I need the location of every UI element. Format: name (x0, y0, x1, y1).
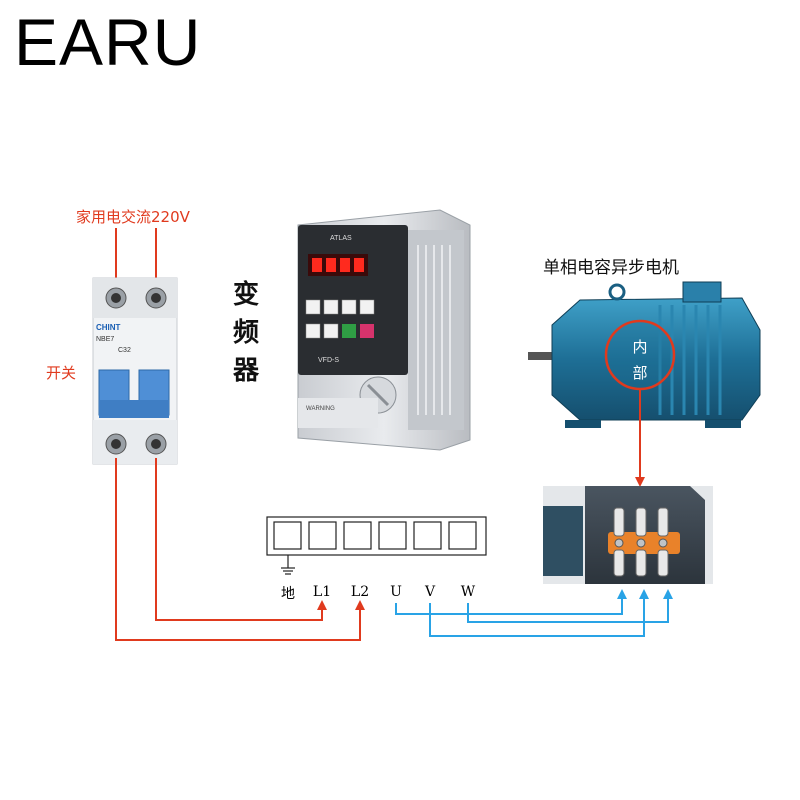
switch-label: 开关 (46, 364, 77, 382)
inverter-label-char: 变 (232, 280, 259, 310)
internal-label: 内 (632, 338, 647, 356)
terminal-box (308, 521, 337, 550)
ground-icon (281, 555, 295, 575)
terminal-box (343, 521, 372, 550)
terminal-label: L1 (313, 584, 331, 600)
inverter-label-char: 器 (232, 356, 259, 386)
inverter-label-char: 频 (232, 318, 259, 348)
terminal-strip: 地 L1 L2 U V W (266, 516, 487, 602)
terminal-label: W (461, 584, 476, 600)
inverter-model: VFD-S (318, 357, 339, 364)
breaker-model: NBE7 (96, 336, 114, 343)
inverter-warning: WARNING (306, 406, 335, 412)
terminal-box (448, 521, 477, 550)
breaker-rating: C32 (118, 347, 131, 354)
terminal-label: 地 (281, 586, 295, 602)
motor-wires (395, 589, 673, 637)
motor-label: 单相电容异步电机 (543, 258, 679, 278)
inverter-label: 变 频 器 (226, 276, 266, 390)
breaker-brand: CHINT (96, 323, 121, 332)
wire-v (429, 589, 649, 637)
terminal-label: V (424, 584, 436, 600)
circuit-breaker: CHINT NBE7 C32 (92, 228, 178, 465)
inverter-unit: ATLAS VFD-S WARNING (297, 209, 471, 451)
power-source-label: 家用电交流220V (76, 208, 190, 226)
terminal-label: U (390, 584, 402, 600)
terminal-box (413, 521, 442, 550)
terminal-box (378, 521, 407, 550)
motor: 内 部 (528, 281, 761, 487)
wire-u (395, 589, 627, 615)
wire-w (467, 589, 673, 623)
wire-l1 (155, 458, 327, 621)
inverter-brand: ATLAS (330, 235, 352, 242)
internal-label: 部 (632, 364, 647, 382)
power-wires (115, 458, 365, 641)
brand-logo: EARU (14, 5, 202, 79)
terminal-label: L2 (351, 584, 369, 600)
motor-terminal-box (543, 486, 713, 584)
wire-l2 (115, 458, 365, 641)
terminal-box (273, 521, 302, 550)
